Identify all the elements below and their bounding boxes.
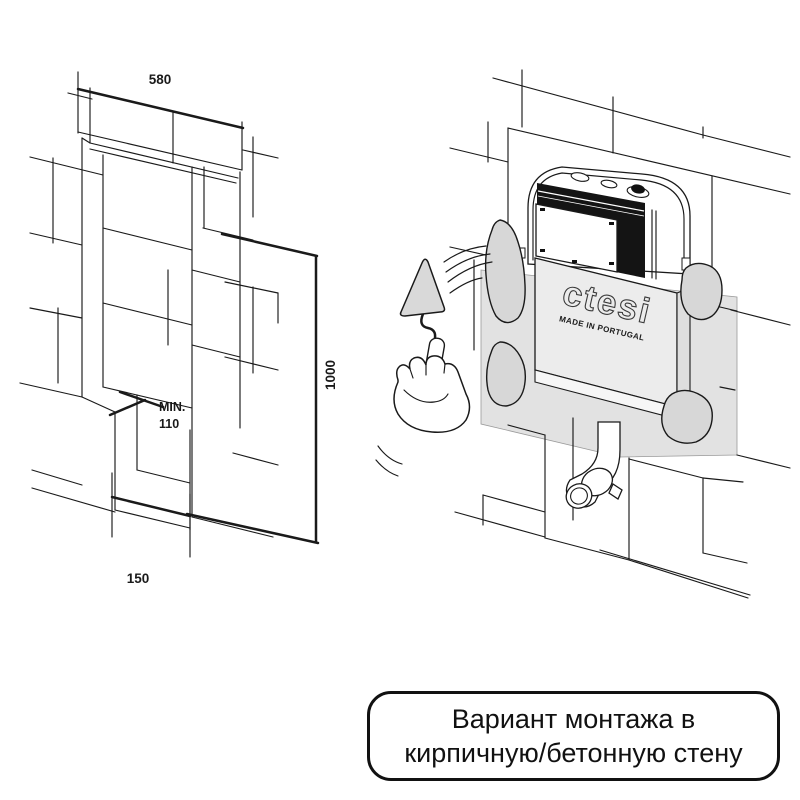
pipe-clip <box>608 483 623 500</box>
caption-line-1: Вариант монтажа в <box>451 704 696 734</box>
outlet-pipe <box>565 421 623 509</box>
inspection-box <box>535 183 657 280</box>
mortar-blob <box>485 341 527 407</box>
dim-580-label: 580 <box>149 72 172 87</box>
dim-150-label: 150 <box>127 571 150 586</box>
caption-box: Вариант монтажа в кирпичную/бетонную сте… <box>367 691 780 781</box>
top-hole <box>570 172 590 182</box>
floor-channel <box>507 417 751 599</box>
hand <box>393 355 471 433</box>
cistern-tank: ctesi MADE IN PORTUGAL <box>534 257 691 420</box>
dimension-min-110: MIN. 110 <box>108 390 185 431</box>
mortar-blob <box>484 219 526 324</box>
cistern-installation-illustration: ctesi MADE IN PORTUGAL <box>375 69 791 599</box>
wall-outline <box>19 87 279 538</box>
dim-1000-label: 1000 <box>323 360 338 390</box>
dim-110-label: 110 <box>159 417 179 431</box>
dim-min-label: MIN. <box>159 400 185 414</box>
top-hole <box>600 179 618 189</box>
panel-joints <box>719 306 791 469</box>
frame-top-openings <box>570 172 650 198</box>
inspection-lid <box>535 203 618 273</box>
dimension-1000: 1000 <box>185 232 338 545</box>
motion-arcs <box>375 245 493 477</box>
mortar-blobs <box>484 219 723 444</box>
mortar-blob <box>680 262 723 321</box>
caption-line-2: кирпичную/бетонную стену <box>404 738 743 768</box>
brick-wall-niche-diagram: 580 1000 MIN. 110 150 <box>19 71 338 586</box>
dimension-580: 580 <box>76 71 245 171</box>
mortar-blob <box>661 389 713 444</box>
dimension-150: 150 <box>110 472 192 586</box>
